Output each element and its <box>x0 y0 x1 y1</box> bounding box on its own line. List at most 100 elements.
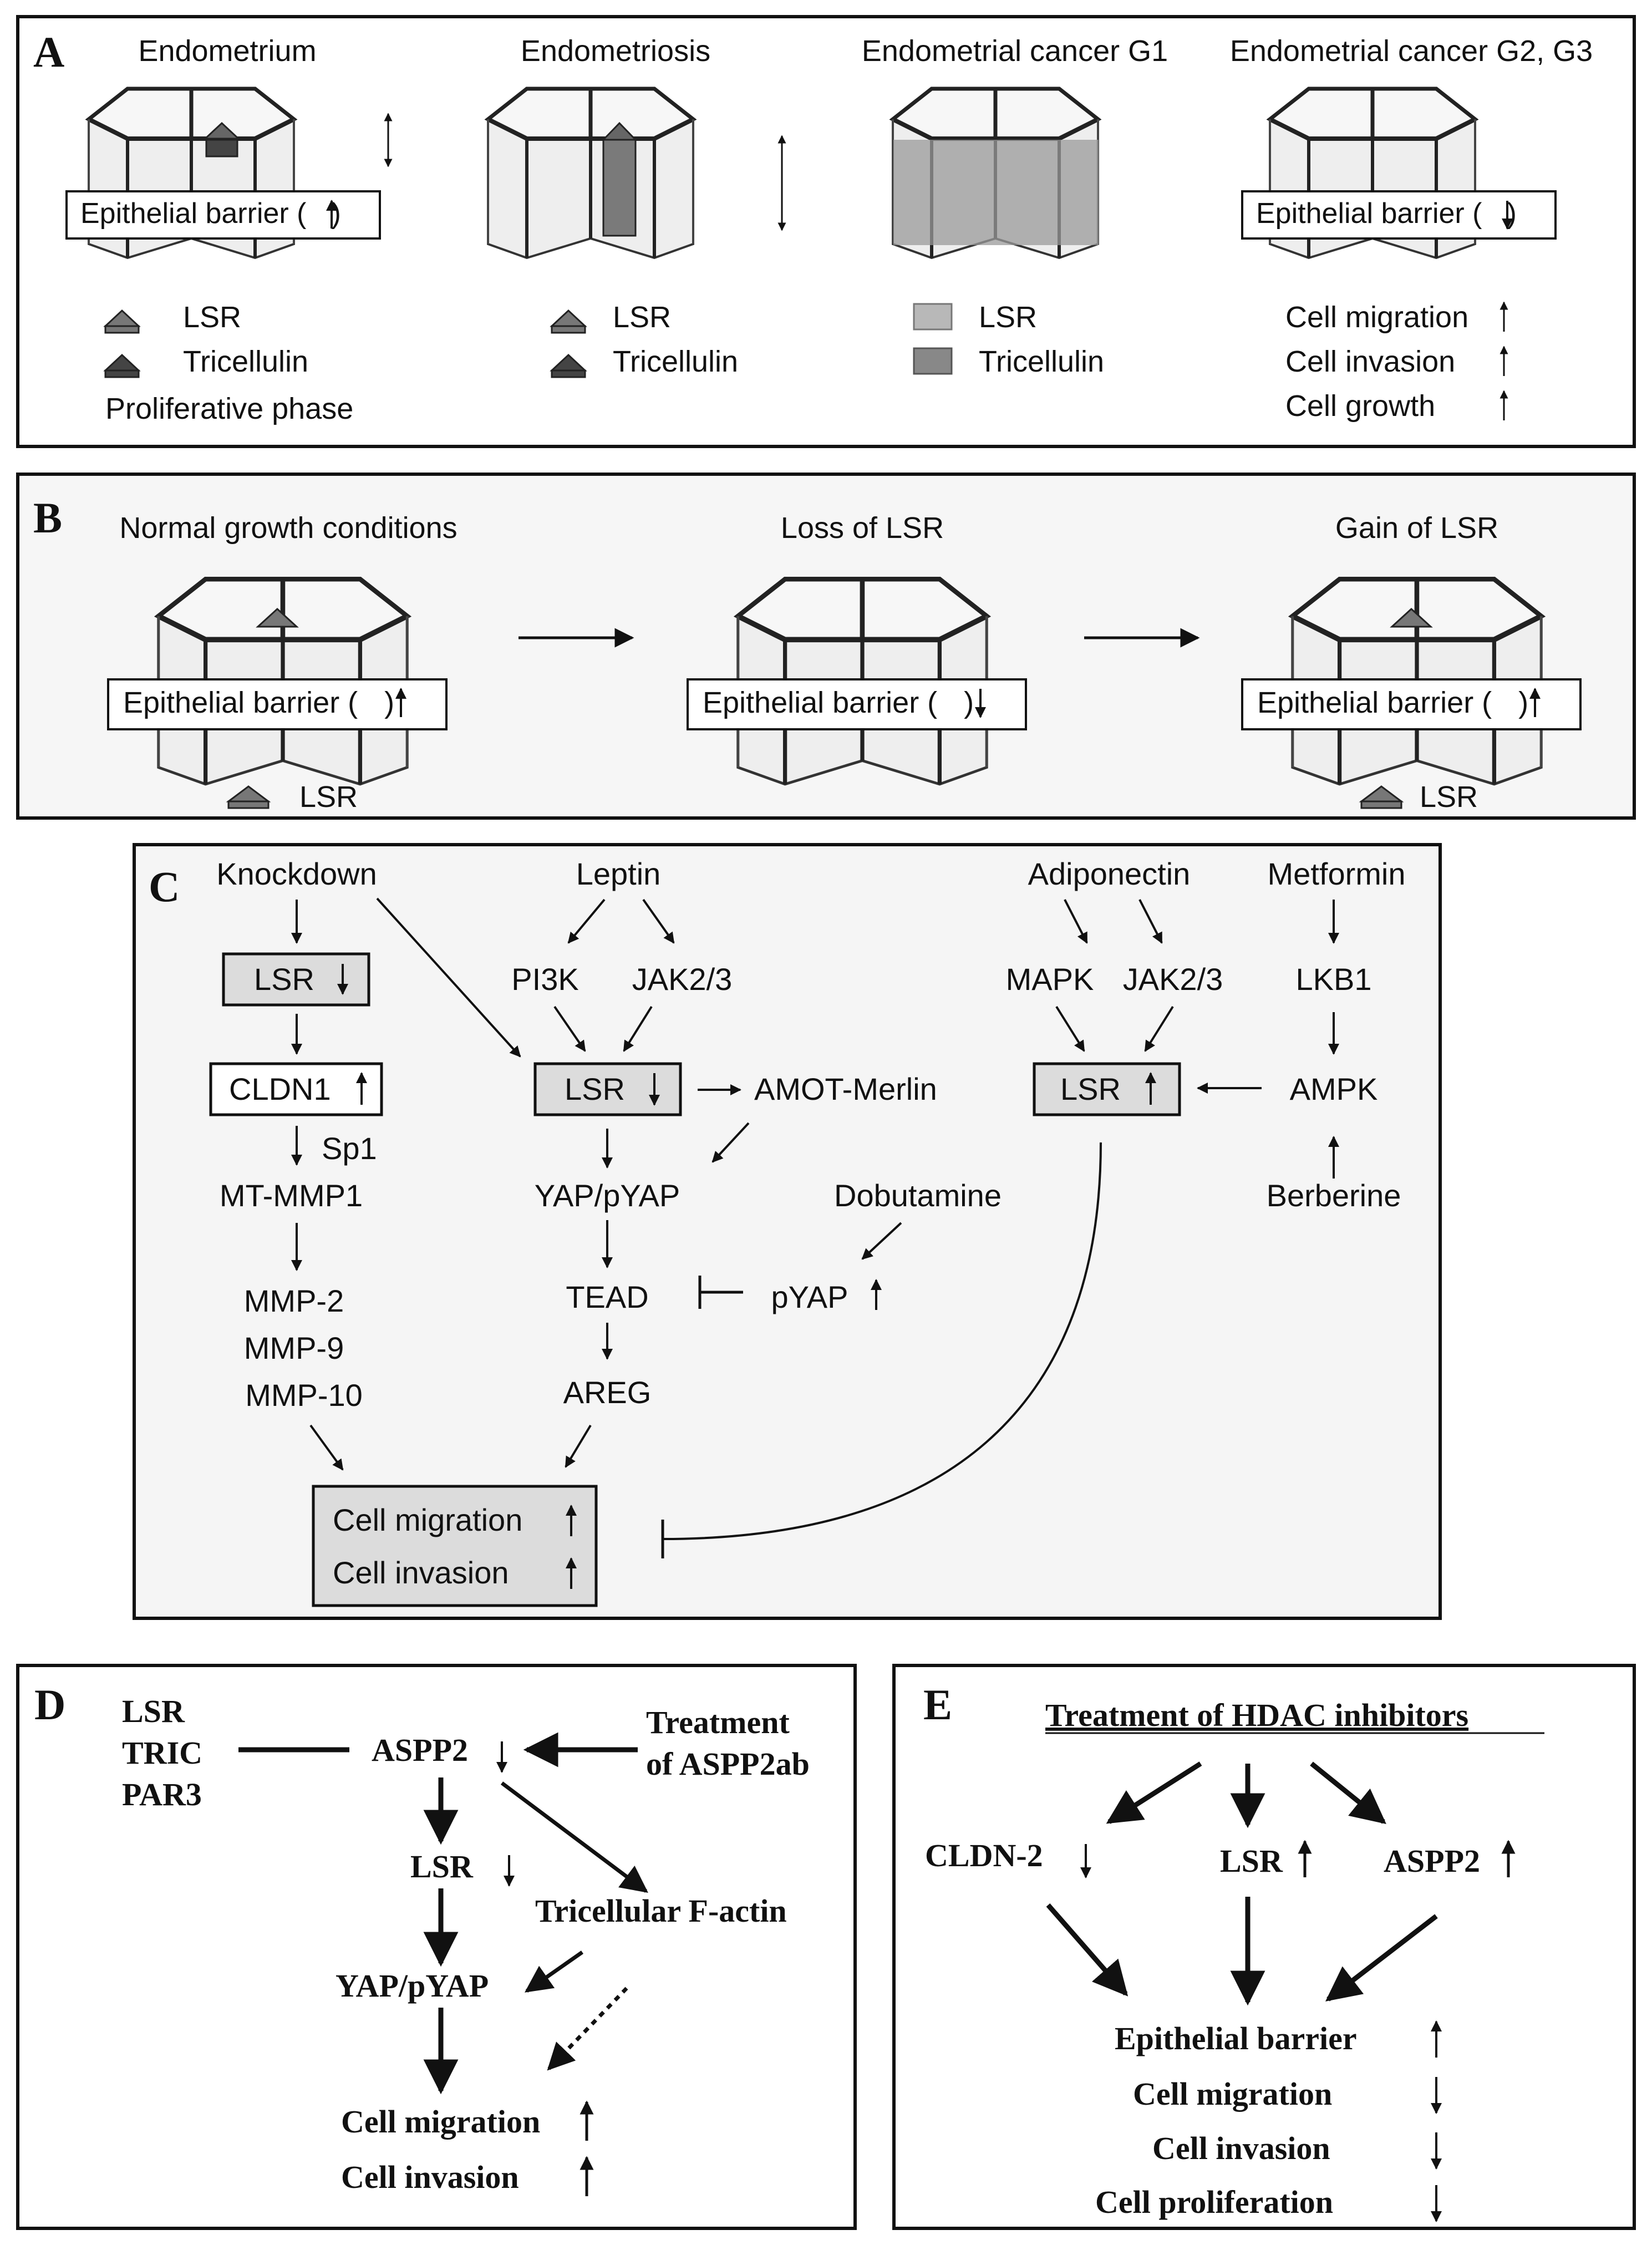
lsr-label: LSR <box>122 1693 185 1729</box>
svg-text:LSR: LSR <box>979 301 1037 334</box>
tricellulin-marker-icon <box>205 139 238 158</box>
epithelial-barrier-box-up: Epithelial barrier () <box>65 190 381 240</box>
hdac-treatment-title: Treatment of HDAC inhibitors <box>1045 1697 1468 1733</box>
lsr-down-box-2 <box>533 1062 682 1116</box>
outcome-box <box>312 1485 598 1607</box>
panel-a: A Endometrium Endometriosis Endometrial … <box>16 15 1636 448</box>
panel-b-letter: B <box>33 494 62 542</box>
legend-endometrium: LSR Tricellulin Proliferative phase <box>103 301 353 425</box>
col-endometrium-title: Endometrium <box>138 34 316 68</box>
legend-endometriosis: LSR Tricellulin <box>550 301 738 378</box>
berberine-label: Berberine <box>1267 1178 1401 1213</box>
dobutamine-label: Dobutamine <box>834 1178 1002 1213</box>
svg-text:Epithelial barrier (): Epithelial barrier () <box>80 197 341 230</box>
knockdown-label: Knockdown <box>216 856 377 891</box>
proliferative-phase-label: Proliferative phase <box>105 392 353 425</box>
metformin-label: Metformin <box>1268 856 1406 891</box>
amot-merlin-label: AMOT-Merlin <box>754 1071 937 1106</box>
par3-label: PAR3 <box>122 1776 202 1812</box>
legend-lsr-label: LSR <box>183 301 241 334</box>
cldn2-label: CLDN-2 <box>925 1837 1043 1873</box>
treatment-label-1: Treatment <box>646 1704 790 1740</box>
lkb1-label: LKB1 <box>1296 962 1372 997</box>
jak-label-1: JAK2/3 <box>632 962 733 997</box>
cell-migration-label: Cell migration <box>341 2104 540 2140</box>
panel-e: E Treatment of HDAC inhibitors CLDN-2 LS… <box>892 1664 1636 2230</box>
svg-text:Tricellulin: Tricellulin <box>979 345 1104 378</box>
col-cancer-g2g3-title: Endometrial cancer G2, G3 <box>1230 34 1593 68</box>
lsr-label: LSR <box>1220 1843 1283 1879</box>
tricellulin-column-icon <box>602 138 637 237</box>
svg-text:Tricellulin: Tricellulin <box>613 345 738 378</box>
gain-of-lsr-title: Gain of LSR <box>1335 511 1498 545</box>
epithelial-barrier-box-gain: Epithelial barrier () <box>1241 678 1582 730</box>
areg-label: AREG <box>563 1375 652 1410</box>
cell-invasion-label: Cell invasion <box>341 2159 519 2195</box>
panel-d: D LSR TRIC PAR3 ASPP2 Treatment of ASPP2… <box>16 1664 857 2230</box>
cell-migration-label: Cell migration <box>1133 2076 1332 2112</box>
panel-e-arrows <box>1046 1761 1438 2006</box>
lsr-marker-icon <box>256 607 299 628</box>
cell-diagram-endometrium <box>89 89 393 258</box>
svg-text:Cell migration: Cell migration <box>1285 301 1468 334</box>
epithelial-barrier-label: Epithelial barrier <box>1115 2020 1357 2056</box>
panel-d-arrows <box>238 1732 648 2095</box>
cell-invasion-label: Cell invasion <box>333 1555 509 1590</box>
col-endometriosis-title: Endometriosis <box>521 34 710 68</box>
panel-c-letter: C <box>149 862 180 911</box>
cell-invasion-label: Cell invasion <box>1152 2130 1330 2166</box>
tead-label: TEAD <box>566 1279 648 1314</box>
svg-text:LSR: LSR <box>613 301 671 334</box>
ampk-label: AMPK <box>1290 1071 1378 1106</box>
aspp2-label: ASPP2 <box>1384 1843 1480 1879</box>
epithelial-barrier-box-loss: Epithelial barrier () <box>687 678 1027 730</box>
cell-diagram-cancer-g1 <box>893 89 1099 258</box>
mapk-label: MAPK <box>1006 962 1094 997</box>
mmp10-label: MMP-10 <box>245 1378 363 1413</box>
mmp2-label: MMP-2 <box>244 1283 344 1318</box>
cldn1-box <box>209 1062 383 1116</box>
epithelial-barrier-box-normal: Epithelial barrier () <box>107 678 448 730</box>
yap-label: YAP/pYAP <box>535 1178 680 1213</box>
treatment-label-2: of ASPP2ab <box>646 1746 810 1782</box>
yap-label: YAP/pYAP <box>336 1968 489 2004</box>
pi3k-label: PI3K <box>511 962 578 997</box>
mt-mmp1-label: MT-MMP1 <box>220 1178 363 1213</box>
lsr-marker-icon <box>1390 607 1433 628</box>
lsr-down-box-1 <box>222 952 370 1007</box>
svg-text:Epithelial barrier (): Epithelial barrier () <box>1256 197 1517 230</box>
jak-label-2: JAK2/3 <box>1123 962 1223 997</box>
lsr-marker-icon <box>203 121 241 140</box>
svg-text:Epithelial barrier (): Epithelial barrier () <box>123 686 394 719</box>
sp1-label: Sp1 <box>322 1131 377 1166</box>
tricellulin-diffuse-area <box>893 140 1099 245</box>
panel-c-arrows <box>291 897 1339 1540</box>
svg-text:LSR: LSR <box>565 1071 625 1106</box>
panel-b: B Normal growth conditions Loss of LSR G… <box>16 473 1636 820</box>
lsr-marker-icon <box>601 121 638 141</box>
lsr-mid-label: LSR <box>410 1848 474 1885</box>
tric-label: TRIC <box>122 1735 202 1771</box>
panel-c: C Knockdown Leptin Adiponectin Metformin… <box>133 843 1442 1620</box>
outcomes-cancer-g2g3: Cell migration Cell invasion Cell growth <box>1285 301 1508 423</box>
cell-migration-label: Cell migration <box>333 1502 522 1537</box>
svg-text:Cell invasion: Cell invasion <box>1285 345 1455 378</box>
panel-a-letter: A <box>33 28 64 76</box>
aspp2-label: ASPP2 <box>372 1732 468 1768</box>
legend-tricellulin-label: Tricellulin <box>183 345 308 378</box>
cell-proliferation-label: Cell proliferation <box>1095 2184 1333 2220</box>
svg-text:Epithelial barrier (): Epithelial barrier () <box>703 686 974 719</box>
panel-e-letter: E <box>923 1680 952 1729</box>
svg-text:LSR: LSR <box>254 962 314 997</box>
legend-cancer-g1: LSR Tricellulin <box>913 301 1104 378</box>
col-cancer-g1-title: Endometrial cancer G1 <box>862 34 1168 68</box>
pyap-label: pYAP <box>771 1279 848 1314</box>
cell-diagram-endometriosis <box>488 89 786 258</box>
tricellular-factin-label: Tricellular F-actin <box>535 1893 787 1929</box>
svg-text:Cell growth: Cell growth <box>1285 389 1435 423</box>
epithelial-barrier-box-down: Epithelial barrier () <box>1241 190 1557 240</box>
normal-growth-title: Normal growth conditions <box>119 511 457 545</box>
svg-text:Epithelial barrier (): Epithelial barrier () <box>1257 686 1528 719</box>
svg-text:CLDN1: CLDN1 <box>229 1071 331 1106</box>
